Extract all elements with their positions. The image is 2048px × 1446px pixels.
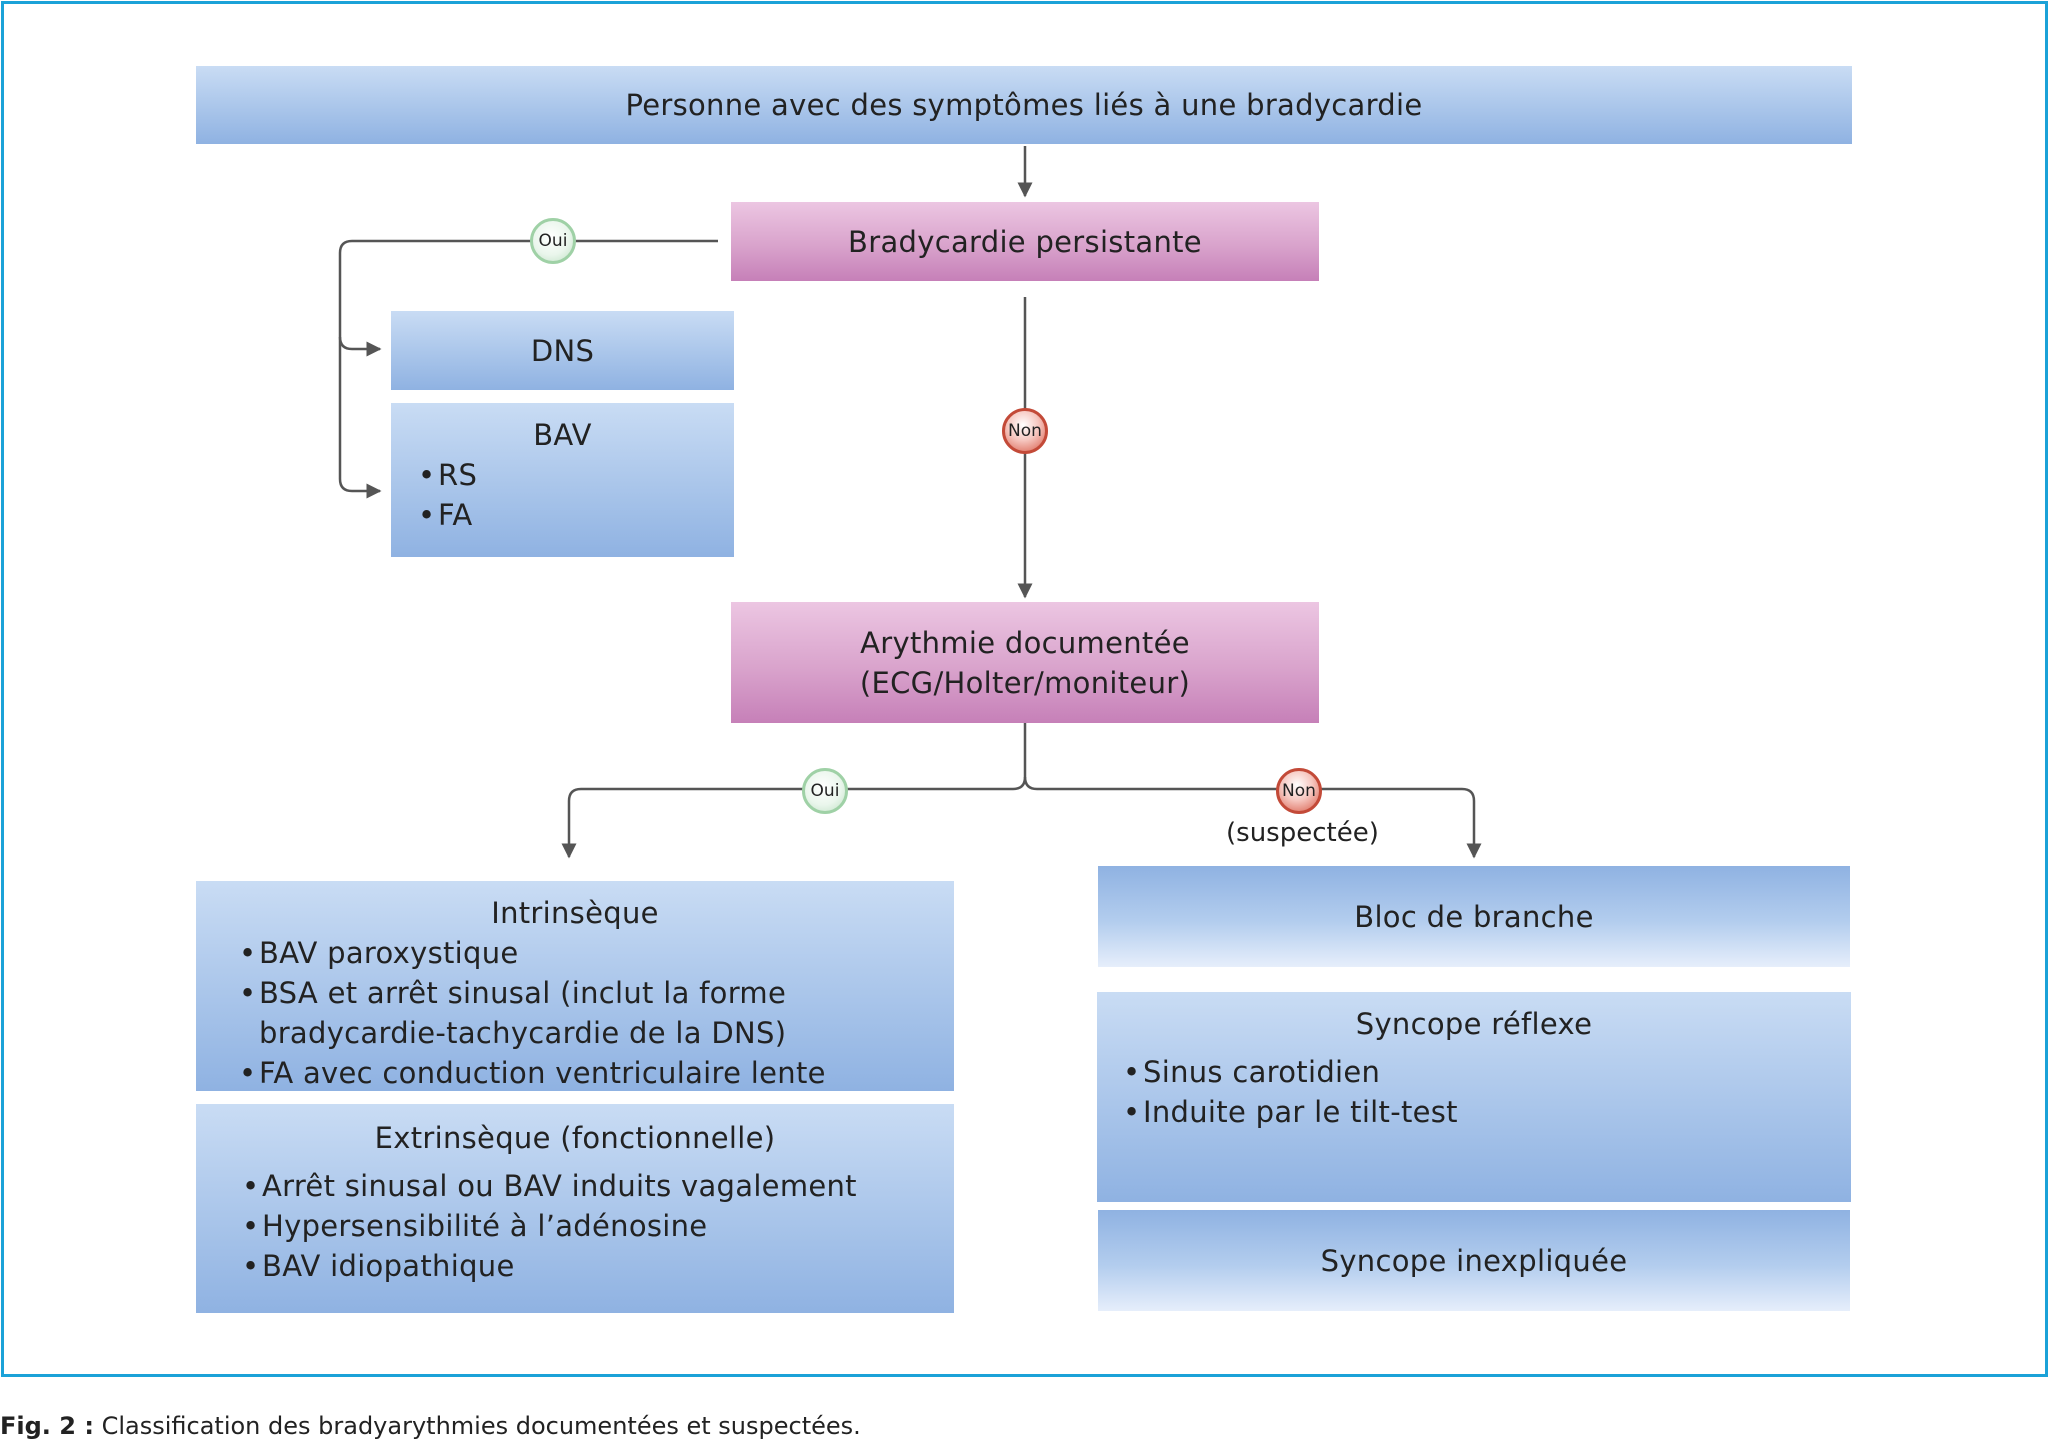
extrinsic-list: Arrêt sinusal ou BAV induits vagalement …	[242, 1166, 914, 1286]
connector-oui-to-intrinseque	[561, 723, 1027, 859]
intrinsic-item: FA avec conduction ventriculaire lente	[239, 1053, 914, 1093]
dns-box: DNS	[391, 311, 734, 390]
intrinsic-box: Intrinsèque BAV paroxystique BSA et arrê…	[196, 881, 954, 1093]
extrinsic-item: BAV idiopathique	[242, 1246, 914, 1286]
oui-badge-bottom-label: Oui	[810, 781, 840, 801]
extrinsic-title: Extrinsèque (fonctionnelle)	[374, 1121, 776, 1155]
documented-arrhythmia-line1: Arythmie documentée	[860, 625, 1190, 660]
connector-oui-left-branch	[338, 239, 718, 499]
intrinsic-list: BAV paroxystique BSA et arrêt sinusal (i…	[239, 933, 914, 1093]
connector-non-to-bloc	[1023, 776, 1482, 859]
oui-badge-bottom: Oui	[802, 768, 848, 814]
extrinsic-box: Extrinsèque (fonctionnelle) Arrêt sinusa…	[196, 1104, 954, 1313]
dns-text: DNS	[530, 333, 595, 368]
bav-item-fa: FA	[418, 495, 734, 535]
documented-arrhythmia-box: Arythmie documentée (ECG/Holter/moniteur…	[731, 602, 1319, 723]
non-badge-middle: Non	[1002, 408, 1048, 454]
bav-item-rs: RS	[418, 455, 734, 495]
reflex-syncope-box: Syncope réflexe Sinus carotidien Induite…	[1097, 992, 1851, 1202]
figure-frame	[1, 1, 2048, 1377]
non-badge-bottom-label: Non	[1282, 781, 1316, 801]
oui-badge-top: Oui	[530, 218, 576, 264]
reflex-syncope-item: Sinus carotidien	[1123, 1052, 1851, 1092]
reflex-syncope-list: Sinus carotidien Induite par le tilt-tes…	[1123, 1052, 1851, 1132]
intrinsic-title: Intrinsèque	[491, 896, 659, 930]
figure-caption: Fig. 2 : Classification des bradyarythmi…	[0, 1412, 861, 1440]
intrinsic-item: BAV paroxystique	[239, 933, 914, 973]
reflex-syncope-item: Induite par le tilt-test	[1123, 1092, 1851, 1132]
persistent-bradycardia-box: Bradycardie persistante	[731, 202, 1319, 281]
figure-caption-label: Fig. 2 :	[0, 1412, 94, 1440]
figure-caption-text: Classification des bradyarythmies docume…	[101, 1412, 861, 1440]
unexplained-syncope-box: Syncope inexpliquée	[1098, 1210, 1850, 1311]
bav-title: BAV	[533, 418, 592, 452]
intrinsic-item: BSA et arrêt sinusal (inclut la forme br…	[239, 973, 914, 1053]
suspected-label: (suspectée)	[1226, 818, 1379, 848]
bundle-branch-block-text: Bloc de branche	[1354, 899, 1594, 934]
oui-badge-top-label: Oui	[538, 231, 568, 251]
non-badge-middle-label: Non	[1008, 421, 1042, 441]
extrinsic-item: Hypersensibilité à l’adénosine	[242, 1206, 914, 1246]
persistent-bradycardia-text: Bradycardie persistante	[848, 224, 1202, 259]
documented-arrhythmia-line2: (ECG/Holter/moniteur)	[859, 665, 1191, 700]
bav-list: RS FA	[418, 455, 734, 535]
root-symptoms-box: Personne avec des symptômes liés à une b…	[196, 66, 1852, 144]
connector-to-dns	[338, 336, 382, 357]
bav-box: BAV RS FA	[391, 403, 734, 557]
unexplained-syncope-text: Syncope inexpliquée	[1320, 1243, 1628, 1278]
extrinsic-item: Arrêt sinusal ou BAV induits vagalement	[242, 1166, 914, 1206]
bundle-branch-block-box: Bloc de branche	[1098, 866, 1850, 967]
root-symptoms-text: Personne avec des symptômes liés à une b…	[625, 88, 1423, 122]
reflex-syncope-title: Syncope réflexe	[1355, 1007, 1593, 1041]
non-badge-bottom: Non	[1276, 768, 1322, 814]
